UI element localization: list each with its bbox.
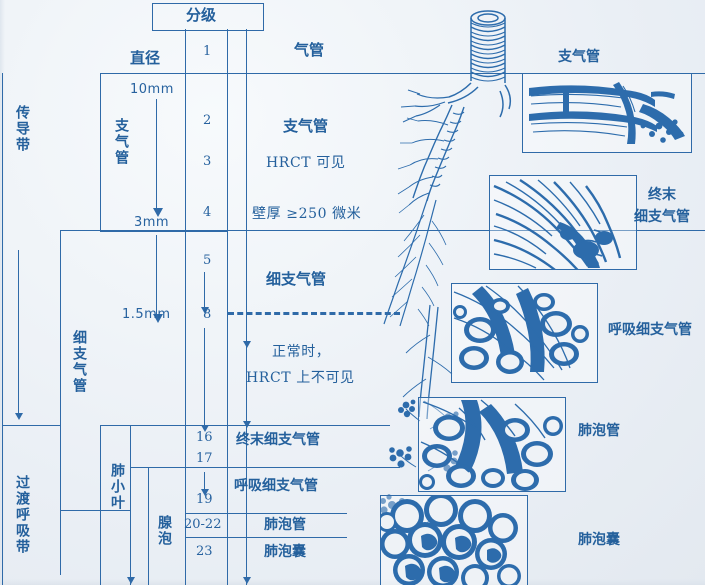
divider-sac-to-right — [227, 537, 347, 538]
conducting-zone-arrow — [15, 250, 24, 420]
illustration-caption-alveolar-sac: 肺泡囊 — [578, 532, 620, 548]
generation-number-17: 17 — [196, 451, 213, 466]
bracket-bronchiole-bottom — [60, 510, 130, 511]
flow-arrow-to-terminal — [243, 392, 252, 428]
bracket-lobule-left — [100, 425, 101, 585]
center-label-bronchiole: 细支气管 — [266, 270, 327, 288]
gen-column-left-rule — [185, 29, 186, 585]
illustration-alveolar-sac — [380, 495, 528, 585]
generation-number-2: 2 — [203, 113, 212, 128]
lobule-flow-arrow — [127, 436, 136, 584]
bracket-bronchus — [100, 73, 228, 232]
divider-respiratory-bronchiole-row — [227, 467, 357, 468]
acinus-flow-arrow — [243, 480, 252, 584]
illustration-terminal-bronchiole — [489, 175, 637, 270]
generation-number-3: 3 — [203, 154, 212, 169]
diameter-arrow-3mm-to-1_5mm — [152, 235, 163, 323]
divider-bronchus-bronchiole — [60, 230, 705, 231]
label-bracket-bronchiole: 细支气管 — [71, 330, 87, 394]
bracket-bronchiole-left — [60, 230, 61, 575]
gen-column-right-rule — [227, 29, 228, 585]
center-label-trachea: 气管 — [294, 41, 325, 59]
illustration-caption-terminal-bronchiole-line1: 终末 — [648, 187, 676, 203]
center-label-respiratory-bronchiole: 呼吸细支气管 — [234, 478, 318, 494]
header-box-generation — [152, 3, 264, 31]
center-label-normally: 正常时， — [272, 344, 331, 360]
center-label-terminal-bronchiole: 终末细支气管 — [236, 432, 320, 448]
label-bracket-acinus: 腺泡 — [156, 515, 172, 547]
illustration-alveolar-duct — [418, 397, 566, 492]
generation-number-8: 8 — [203, 307, 212, 322]
label-bracket-bronchus: 支气管 — [113, 118, 129, 166]
diameter-arrow-10mm-to-3mm — [152, 99, 163, 217]
generation-arrow-8-to-16 — [201, 328, 210, 432]
generation-number-20-22: 20-22 — [184, 517, 222, 532]
illustration-bronchus — [522, 73, 692, 153]
illustration-caption-alveolar-duct: 肺泡管 — [578, 423, 620, 439]
generation-number-5: 5 — [203, 253, 212, 268]
generation-arrow-5-to-8 — [201, 272, 210, 314]
illustration-caption-bronchus: 支气管 — [558, 49, 600, 65]
illustration-respiratory-bronchiole — [451, 283, 598, 383]
generation-number-16: 16 — [196, 430, 213, 445]
flow-line-right — [246, 29, 247, 585]
generation-arrow-17-to-19 — [201, 472, 210, 496]
transitional-zone-bracket — [2, 425, 3, 585]
conducting-zone-bracket — [2, 73, 3, 425]
label-diameter: 直径 — [130, 49, 161, 67]
generation-number-23: 23 — [196, 544, 213, 559]
diameter-value-10mm: 10mm — [130, 82, 174, 97]
hrct-visibility-threshold-dashed-line — [228, 312, 400, 315]
center-label-bronchus: 支气管 — [283, 117, 329, 135]
generation-number-19: 19 — [196, 492, 213, 507]
center-label-alveolar-sac: 肺泡囊 — [264, 544, 306, 560]
conducting-zone-bracket-bottom — [2, 425, 60, 426]
center-label-alveolar-duct: 肺泡管 — [264, 517, 306, 533]
divider-terminal-bronchiole-row — [227, 425, 360, 426]
divider-trachea-bronchus — [100, 73, 705, 74]
illustration-caption-respiratory-bronchiole: 呼吸细支气管 — [608, 322, 692, 338]
label-transitional-zone: 过渡呼吸带 — [14, 475, 30, 555]
header-label-generation: 分级 — [186, 6, 217, 24]
label-conducting-zone: 传导带 — [14, 105, 30, 153]
generation-number-1: 1 — [203, 44, 212, 59]
flow-arrow-after-dashed — [243, 314, 252, 348]
illustration-caption-terminal-bronchiole-line2: 细支气管 — [634, 209, 690, 225]
page-edge-bottom — [0, 579, 705, 585]
diameter-value-3mm: 3mm — [134, 215, 170, 230]
label-bracket-lobule: 肺小叶 — [109, 463, 125, 511]
center-label-hrct-invisible: HRCT 上不可见 — [246, 370, 355, 386]
generation-number-4: 4 — [203, 205, 212, 220]
divider-duct-to-right — [227, 513, 347, 514]
center-label-hrct-visible: HRCT 可见 — [266, 155, 346, 171]
center-label-wall-thickness: 壁厚 ≥250 微米 — [252, 206, 362, 222]
bracket-acinus-left — [148, 467, 149, 585]
diameter-value-1_5mm: 1.5mm — [122, 307, 171, 322]
